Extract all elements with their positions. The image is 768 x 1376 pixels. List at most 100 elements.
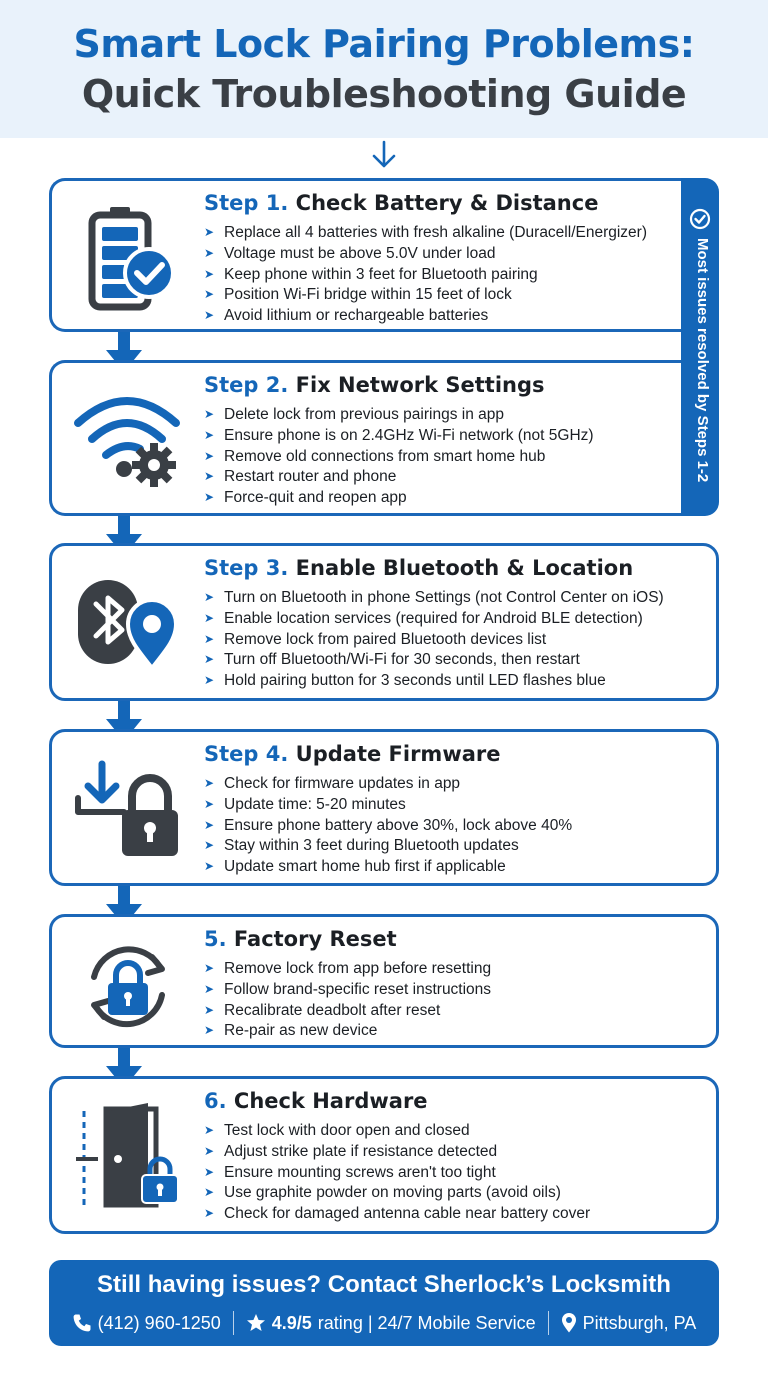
step-list: ➤Check for firmware updates in app ➤Upda… — [204, 774, 572, 878]
list-item: ➤Position Wi-Fi bridge within 15 feet of… — [204, 285, 647, 306]
list-item-text: Force-quit and reopen app — [224, 489, 407, 507]
list-item-text: Keep phone within 3 feet for Bluetooth p… — [224, 265, 538, 283]
footer-cta: Still having issues? Contact Sherlock’s … — [97, 1271, 671, 1298]
down-arrow-icon — [372, 140, 396, 168]
list-item: ➤Ensure phone battery above 30%, lock ab… — [204, 816, 572, 837]
step-card-1: Step 1. Check Battery & Distance ➤Replac… — [49, 178, 683, 332]
divider — [547, 1311, 549, 1335]
step-number: 6. — [204, 1089, 227, 1113]
list-item: ➤ Use graphite powder on moving parts (av… — [204, 1183, 590, 1204]
step-title: Step 1. Check Battery & Distance — [204, 191, 598, 215]
phone-icon — [73, 1314, 91, 1332]
bullet-icon: ➤ — [204, 448, 215, 463]
list-item: ➤Test lock with door open and closed — [204, 1121, 590, 1142]
list-item-text: Ensure phone is on 2.4GHz Wi-Fi network … — [224, 426, 594, 444]
bullet-icon: ➤ — [204, 1206, 215, 1221]
list-item-text: Adjust strike plate if resistance detect… — [224, 1142, 498, 1160]
list-item: ➤Voltage must be above 5.0V under load — [204, 244, 647, 265]
list-item: ➤ Recalibrate deadbolt after reset — [204, 1001, 491, 1022]
bullet-icon: ➤ — [204, 1164, 215, 1179]
location: Pittsburgh, PA — [561, 1312, 697, 1334]
step-list: ➤Turn on Bluetooth in phone Settings (no… — [204, 588, 664, 692]
step-card-4: Step 4. Update Firmware ➤Check for firmw… — [49, 729, 719, 886]
list-item: ➤Turn on Bluetooth in phone Settings (no… — [204, 588, 664, 609]
bullet-icon: ➤ — [204, 673, 215, 688]
bullet-icon: ➤ — [204, 859, 215, 874]
location-text: Pittsburgh, PA — [582, 1312, 697, 1333]
bullet-icon: ➤ — [204, 631, 215, 646]
list-item: ➤Keep phone within 3 feet for Bluetooth … — [204, 265, 647, 286]
step-card-2: Step 2. Fix Network Settings ➤Delete loc… — [49, 360, 683, 516]
phone-link[interactable]: (412) 960-1250 — [72, 1313, 221, 1334]
list-item-text: Update smart home hub first if applicabl… — [224, 858, 506, 876]
list-item-text: Delete lock from previous pairings in ap… — [224, 406, 504, 423]
list-item: ➤ Follow brand-specific reset instruction… — [204, 980, 491, 1001]
list-item: ➤ Hold pairing button for 3 seconds until… — [204, 671, 664, 692]
bullet-icon: ➤ — [204, 1023, 215, 1038]
list-item: ➤Adjust strike plate if resistance detec… — [204, 1142, 590, 1163]
step-number: Step 2. — [204, 373, 289, 397]
header: Smart Lock Pairing Problems: Quick Troub… — [0, 0, 768, 138]
list-item: ➤Stay within 3 feet during Bluetooth upd… — [204, 836, 572, 857]
list-item-text: Remove lock from paired Bluetooth device… — [224, 630, 547, 648]
list-item-text: Re-pair as new device — [224, 1022, 378, 1040]
bullet-icon: ➤ — [204, 1185, 215, 1200]
bullet-icon: ➤ — [204, 1123, 215, 1137]
list-item-text: Follow brand-specific reset instructions — [224, 980, 492, 998]
list-item-text: Recalibrate deadbolt after reset — [224, 1001, 441, 1019]
step-list: ➤Replace all 4 batteries with fresh alka… — [204, 223, 647, 327]
bullet-icon: ➤ — [204, 427, 215, 442]
list-item: ➤Force-quit and reopen app — [204, 488, 594, 509]
rating-suffix: rating | 24/7 Mobile Service — [317, 1312, 536, 1333]
list-item: ➤ Remove lock from paired Bluetooth devic… — [204, 630, 664, 651]
list-item-text: Avoid lithium or rechargeable batteries — [224, 307, 489, 325]
list-item-text: Restart router and phone — [224, 468, 397, 486]
location-pin-icon — [561, 1313, 576, 1333]
step-card-5: 5. Factory Reset ➤Remove lock from app b… — [49, 914, 719, 1048]
bullet-icon: ➤ — [204, 652, 215, 667]
step-card-6: 6. Check Hardware ➤Test lock with door o… — [49, 1076, 719, 1234]
list-item: ➤ Ensure phone is on 2.4GHz Wi-Fi network… — [204, 426, 594, 447]
list-item: ➤Replace all 4 batteries with fresh alka… — [204, 223, 647, 244]
list-item-text: Hold pairing button for 3 seconds until … — [224, 672, 606, 690]
step-list: ➤Remove lock from app before resetting ➤… — [204, 959, 491, 1042]
list-item: ➤Remove lock from app before resetting — [204, 959, 491, 980]
bullet-icon: ➤ — [204, 838, 215, 853]
check-circle-icon — [689, 208, 711, 230]
list-item: ➤Enable location services (required for … — [204, 609, 664, 630]
star-icon — [246, 1314, 265, 1331]
page-title-line1: Smart Lock Pairing Problems: — [73, 22, 695, 66]
list-item: ➤Delete lock from previous pairings in a… — [204, 405, 594, 426]
step-title-text: Check Battery & Distance — [295, 191, 599, 215]
list-item: ➤ Check for firmware updates in app — [204, 774, 572, 795]
bullet-icon: ➤ — [204, 1002, 215, 1017]
step-title-text: Enable Bluetooth & Location — [295, 556, 634, 580]
list-item-text: Turn off Bluetooth/Wi-Fi for 30 seconds,… — [224, 651, 580, 669]
list-item-text: Ensure mounting screws aren't too tight — [224, 1163, 496, 1181]
bullet-icon: ➤ — [204, 981, 215, 996]
download-lock-icon — [75, 760, 178, 856]
wifi-gear-icon — [74, 397, 180, 487]
bullet-icon: ➤ — [204, 308, 215, 323]
step-title-text: Update Firmware — [295, 742, 501, 766]
step-list: ➤Test lock with door open and closed ➤Ad… — [204, 1121, 590, 1225]
list-item-text: Remove lock from app before resetting — [224, 960, 492, 977]
step-title-text: Factory Reset — [233, 927, 397, 951]
list-item: ➤ Avoid lithium or rechargeable batteries — [204, 306, 647, 327]
list-item: ➤ Remove old connections from smart home … — [204, 447, 594, 468]
step-title-text: Fix Network Settings — [295, 373, 545, 397]
footer-info: (412) 960-1250 4.9/5 rating | 24/7 Mobil… — [67, 1310, 701, 1336]
list-item-text: Use graphite powder on moving parts (avo… — [224, 1184, 561, 1202]
step-title: 6. Check Hardware — [204, 1089, 428, 1113]
battery-check-icon — [88, 207, 175, 311]
page-title-line2: Quick Troubleshooting Guide — [81, 72, 687, 116]
step-number: Step 1. — [204, 191, 289, 215]
list-item-text: Remove old connections from smart home h… — [224, 447, 546, 465]
list-item: ➤Update time: 5-20 minutes — [204, 795, 572, 816]
phone-number: (412) 960-1250 — [97, 1312, 221, 1333]
bullet-icon: ➤ — [204, 776, 215, 790]
list-item-text: Update time: 5-20 minutes — [224, 795, 406, 813]
list-item-text: Check for firmware updates in app — [224, 775, 461, 792]
bullet-icon: ➤ — [204, 469, 215, 484]
step-title: Step 2. Fix Network Settings — [204, 373, 545, 397]
